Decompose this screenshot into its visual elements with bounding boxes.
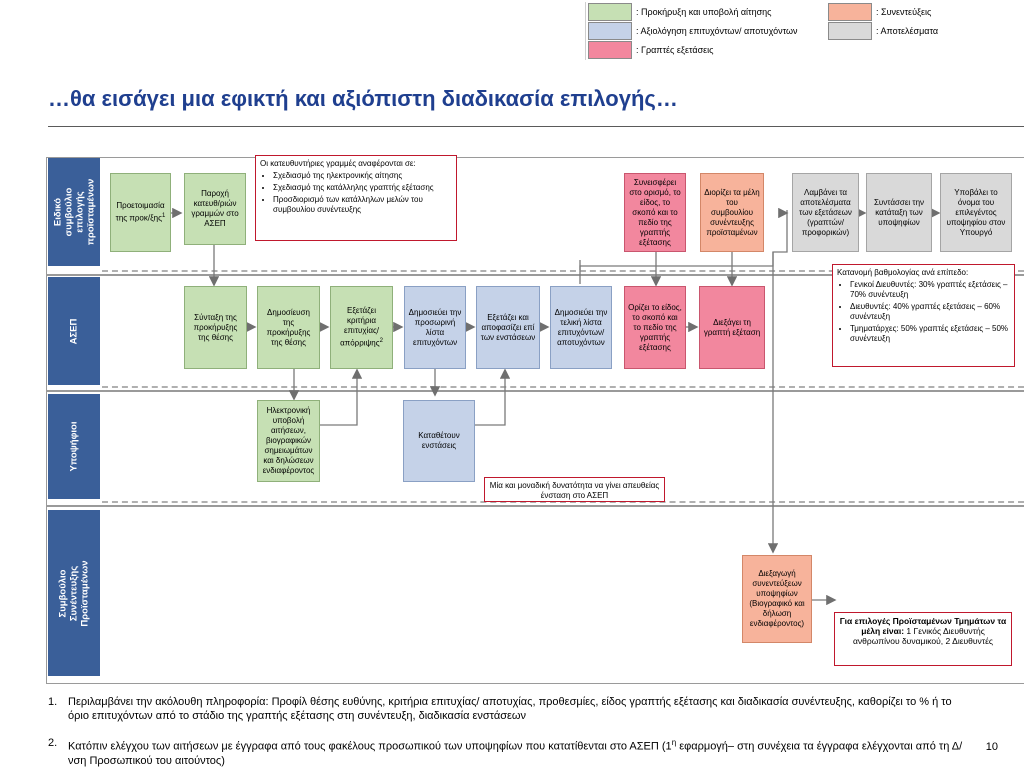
legend-label-results: : Αποτελέσματα xyxy=(876,26,939,36)
legend-label-interviews: : Συνεντεύξεις xyxy=(876,7,932,17)
lane-header-candidates: Υποψήφιοι xyxy=(48,394,100,499)
title-divider xyxy=(48,126,1024,127)
legend xyxy=(585,2,1024,60)
lane-frame-asep xyxy=(46,274,1024,392)
note-guidelines: Οι κατευθυντήριες γραμμές αναφέρονται σε… xyxy=(255,155,457,241)
legend-label-announcement: : Προκήρυξη και υποβολή αίτησης xyxy=(636,7,772,17)
box-submits-to-minister: Υποβάλει το όνομα του επιλεγέντος υποψηφ… xyxy=(940,173,1012,252)
box-examine-criteria: Εξετάζει κριτήρια επιτυχίας/ απόρριψης2 xyxy=(330,286,393,369)
page-number: 10 xyxy=(985,741,998,753)
legend-swatch-written-exams xyxy=(588,41,632,59)
lane-frame-interview-board xyxy=(46,505,1024,684)
box-publish-announcement: Δημοσίευση της προκήρυξης της θέσης xyxy=(257,286,320,369)
box-final-list: Δημοσιεύει την τελική λίστα επιτυχόντων/… xyxy=(550,286,612,369)
lane-header-board: Ειδικό συμβούλιο επιλογής προϊσταμένων xyxy=(48,158,100,266)
legend-swatch-interviews xyxy=(828,3,872,21)
box-contributes-exam-definition: Συνεισφέρει στο ορισμό, το είδος, το σκο… xyxy=(624,173,686,252)
box-prepare-announcement: Προετοιμασία της προκ/ξης1 xyxy=(110,173,171,252)
lane-header-interview-board: Συμβούλιο Συνέντευξης Προϊσταμένων xyxy=(48,510,100,676)
box-defines-exam: Ορίζει το είδος, το σκοπό και το πεδίο τ… xyxy=(624,286,686,369)
box-decides-objections: Εξετάζει και αποφασίζει επί των ενστάσεω… xyxy=(476,286,540,369)
lane-separator xyxy=(102,501,1024,503)
box-provide-guidelines: Παροχή κατευθ/ριών γραμμών στο ΑΣΕΠ xyxy=(184,173,246,245)
note-single-objection: Μία και μοναδική δυνατότητα να γίνει απε… xyxy=(484,477,665,502)
note-board-members: Για επιλογές Προϊσταμένων Τμημάτων τα μέ… xyxy=(834,612,1012,666)
box-draft-announcement: Σύνταξη της προκήρυξης της θέσης xyxy=(184,286,247,369)
legend-swatch-results xyxy=(828,22,872,40)
lane-separator xyxy=(102,270,1024,272)
box-provisional-list: Δημοσιεύει την προσωρινή λίστα επιτυχόντ… xyxy=(404,286,466,369)
note-grading: Κατανομή βαθμολογίας ανά επίπεδο: Γενικο… xyxy=(832,264,1015,367)
footnote-1: 1. Περιλαμβάνει την ακόλουθη πληροφορία:… xyxy=(48,696,952,722)
legend-label-evaluation: : Αξιολόγηση επιτυχόντων/ αποτυχόντων xyxy=(636,26,798,36)
lane-frame-candidates xyxy=(46,390,1024,507)
box-ranks-candidates: Συντάσσει την κατάταξη των υποψηφίων xyxy=(866,173,932,252)
box-appoints-interview-board: Διορίζει τα μέλη του συμβουλίου συνέντευ… xyxy=(700,173,764,252)
legend-swatch-announcement xyxy=(588,3,632,21)
lane-header-asep: ΑΣΕΠ xyxy=(48,277,100,385)
legend-swatch-evaluation xyxy=(588,22,632,40)
box-electronic-submission: Ηλεκτρονική υποβολή αιτήσεων, βιογραφικώ… xyxy=(257,400,320,482)
lane-frame-board xyxy=(46,157,1024,276)
box-file-objections: Καταθέτουν ενστάσεις xyxy=(403,400,475,482)
box-conducts-exam: Διεξάγει τη γραπτή εξέταση xyxy=(699,286,765,369)
page-title: …θα εισάγει μια εφικτή και αξιόπιστη δια… xyxy=(48,86,678,111)
footnote-2: 2. Κατόπιν ελέγχου των αιτήσεων με έγγρα… xyxy=(48,737,963,767)
lane-separator xyxy=(102,386,1024,388)
box-conduct-interviews: Διεξαγωγή συνεντεύξεων υποψηφίων (Βιογρα… xyxy=(742,555,812,643)
legend-label-written-exams: : Γραπτές εξετάσεις xyxy=(636,45,714,55)
box-receives-results: Λαμβάνει τα αποτελέσματα των εξετάσεων (… xyxy=(792,173,859,252)
